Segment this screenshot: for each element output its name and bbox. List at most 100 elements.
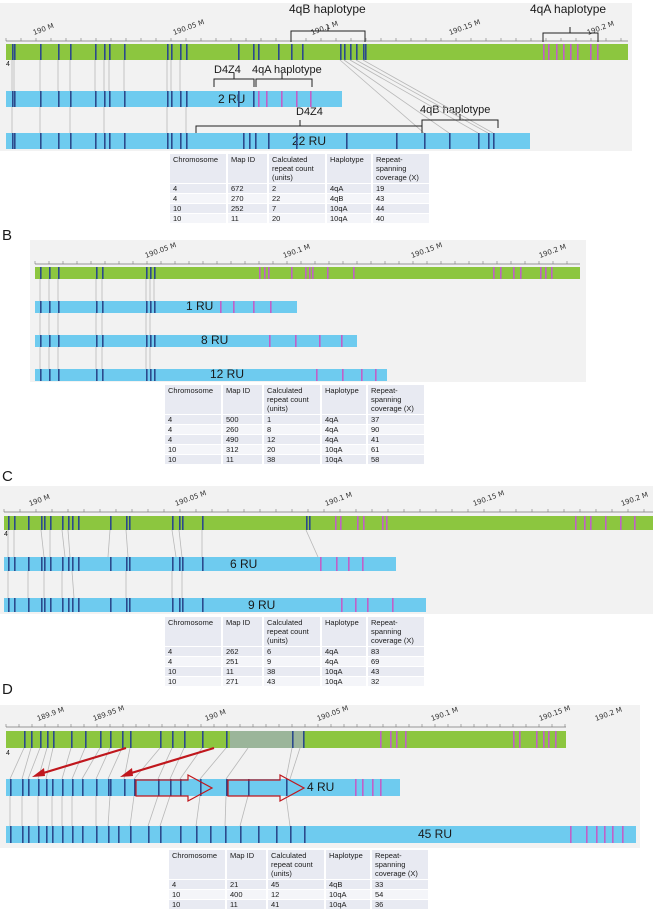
cell: 41 bbox=[368, 435, 424, 444]
site-mark bbox=[253, 91, 255, 107]
site-mark bbox=[356, 44, 358, 60]
haplotype-site-mark bbox=[584, 516, 586, 530]
haplotype-site-mark bbox=[266, 91, 268, 107]
summary-table-d: Chromosome Map ID Calculated repeat coun… bbox=[167, 849, 430, 910]
map-track-b3[interactable] bbox=[35, 369, 387, 381]
map-track-d2[interactable] bbox=[6, 826, 636, 843]
ruler-tick-label: 190.2 M bbox=[586, 20, 615, 37]
haplotype-site-mark bbox=[336, 557, 338, 571]
cell: 10 bbox=[170, 214, 226, 223]
site-mark bbox=[70, 91, 72, 107]
cell: 4qA bbox=[322, 435, 366, 444]
cell: 45 bbox=[268, 880, 324, 889]
alignment-link bbox=[199, 747, 227, 780]
site-mark bbox=[58, 301, 60, 313]
reference-track-b[interactable] bbox=[35, 267, 580, 279]
ruler-tick-label: 190.05 M bbox=[144, 241, 178, 260]
site-mark bbox=[172, 731, 174, 748]
cell: 4qA bbox=[322, 647, 366, 656]
col-map-id: Map ID bbox=[227, 850, 266, 879]
annotation-4qa-haplotype-1: 4qA haplotype bbox=[252, 64, 322, 76]
map-track-d1[interactable] bbox=[6, 779, 400, 796]
site-mark bbox=[292, 731, 294, 748]
ref-chrom-label-a: 4 bbox=[6, 61, 10, 68]
summary-table-b: Chromosome Map ID Calculated repeat coun… bbox=[163, 384, 426, 465]
site-mark bbox=[160, 826, 162, 843]
site-mark bbox=[62, 516, 64, 530]
site-mark bbox=[182, 557, 184, 571]
site-mark bbox=[122, 731, 124, 748]
haplotype-site-mark bbox=[355, 598, 357, 612]
site-mark bbox=[22, 826, 24, 843]
site-mark bbox=[258, 44, 260, 60]
summary-table-c: Chromosome Map ID Calculated repeat coun… bbox=[163, 616, 426, 687]
site-mark bbox=[44, 557, 46, 571]
col-map-id: Map ID bbox=[223, 617, 262, 646]
alignment-link bbox=[169, 747, 185, 780]
alignment-link bbox=[107, 795, 111, 827]
site-mark bbox=[49, 301, 51, 313]
reference-track-c[interactable] bbox=[4, 516, 653, 530]
ruler-tick-label: 190.15 M bbox=[538, 704, 572, 723]
col-repeat-count: Calculated repeat count (units) bbox=[264, 385, 320, 414]
site-mark bbox=[202, 598, 204, 612]
cell: 251 bbox=[223, 657, 262, 666]
site-mark bbox=[14, 516, 16, 530]
col-haplotype: Haplotype bbox=[326, 850, 370, 879]
haplotype-site-mark bbox=[536, 731, 538, 748]
panel-letter-b: B bbox=[2, 227, 13, 244]
haplotype-site-mark bbox=[319, 335, 321, 347]
site-mark bbox=[58, 133, 60, 149]
alignment-link bbox=[195, 795, 201, 827]
cell: 312 bbox=[223, 445, 262, 454]
map-label-c1: 6 RU bbox=[230, 557, 258, 571]
cell: 1 bbox=[264, 415, 320, 424]
site-mark bbox=[126, 516, 128, 530]
site-mark bbox=[167, 44, 169, 60]
site-mark bbox=[8, 598, 10, 612]
haplotype-site-mark bbox=[342, 369, 344, 381]
map-track-b1[interactable] bbox=[35, 301, 297, 313]
site-mark bbox=[96, 826, 98, 843]
site-mark bbox=[290, 826, 292, 843]
site-mark bbox=[146, 335, 148, 347]
alignment-link bbox=[289, 747, 301, 780]
site-mark bbox=[302, 44, 304, 60]
site-mark bbox=[78, 598, 80, 612]
annotation-4qa-haplotype-top: 4qA haplotype bbox=[530, 2, 607, 16]
site-mark bbox=[14, 133, 16, 149]
alignment-link bbox=[107, 529, 111, 558]
site-mark bbox=[70, 44, 72, 60]
site-mark bbox=[278, 44, 280, 60]
haplotype-site-mark bbox=[341, 335, 343, 347]
cell: 10qA bbox=[327, 204, 371, 213]
cell: 10qA bbox=[322, 455, 366, 464]
cell: 4 bbox=[165, 435, 221, 444]
cell: 43 bbox=[264, 677, 320, 686]
map-track-c1[interactable] bbox=[4, 557, 396, 571]
alignment-link bbox=[224, 795, 227, 827]
site-mark bbox=[62, 826, 64, 843]
cell: 69 bbox=[368, 657, 424, 666]
cell: 4qA bbox=[327, 184, 371, 193]
site-mark bbox=[44, 598, 46, 612]
haplotype-site-mark bbox=[258, 91, 260, 107]
site-mark bbox=[130, 731, 132, 748]
site-mark bbox=[182, 516, 184, 530]
cell: 11 bbox=[223, 455, 262, 464]
alignment-link bbox=[305, 529, 319, 558]
site-mark bbox=[96, 301, 98, 313]
site-mark bbox=[180, 826, 182, 843]
reference-track-a[interactable] bbox=[6, 44, 628, 60]
alignment-link bbox=[40, 529, 45, 558]
site-mark bbox=[72, 557, 74, 571]
map-track-c2[interactable] bbox=[4, 598, 426, 612]
cell: 4 bbox=[165, 425, 221, 434]
map-track-b2[interactable] bbox=[35, 335, 357, 347]
haplotype-site-mark bbox=[555, 731, 557, 748]
